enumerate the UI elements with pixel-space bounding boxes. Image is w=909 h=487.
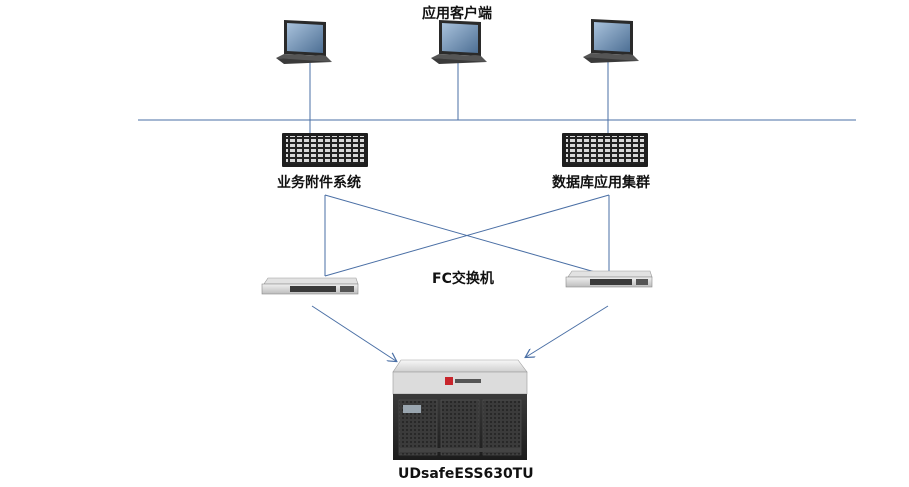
arrow-left-switch-to-storage — [311, 305, 396, 361]
business-system-label: 业务附件系统 — [277, 175, 361, 191]
link-database-to-left-switch — [324, 194, 610, 277]
clients-label: 应用客户端 — [422, 6, 492, 22]
storage-model-label: UDsafeESS630TU — [398, 466, 534, 482]
laptop-icon — [276, 20, 332, 64]
laptop-icon — [431, 20, 487, 64]
connection-lines — [138, 62, 856, 361]
arrow-right-switch-to-storage — [526, 305, 609, 357]
laptop-icon — [583, 19, 639, 63]
network-switch-icon — [261, 277, 359, 295]
fc-switch-label: FC交换机 — [432, 271, 494, 287]
database-cluster-label: 数据库应用集群 — [552, 175, 650, 191]
server-rack-icon — [282, 133, 368, 167]
server-rack-icon — [562, 133, 648, 167]
storage-array-icon — [392, 359, 528, 460]
network-switch-icon — [565, 270, 653, 288]
